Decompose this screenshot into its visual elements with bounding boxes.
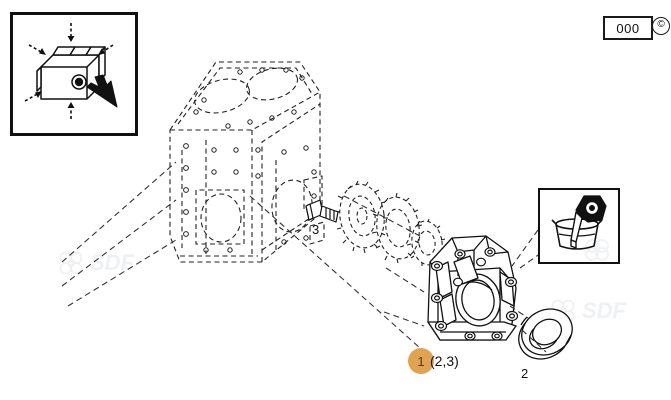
assembly-leader-lines: [249, 195, 549, 353]
callout-1-suffix: (2,3): [430, 353, 459, 369]
gear-tooth-marks: [334, 180, 446, 266]
engine-location-inset: [10, 12, 138, 136]
engine-block: [169, 61, 325, 263]
part-number-value: 000: [616, 20, 640, 36]
block-leader-lines: [61, 161, 177, 307]
callout-1-highlight[interactable]: 1: [408, 348, 434, 374]
engine-location-illustration: [24, 23, 118, 119]
oil-seal: [518, 308, 573, 360]
bolt-screw: [305, 199, 339, 223]
callout-2[interactable]: 2: [521, 366, 529, 381]
cover-bolt-bosses: [430, 247, 519, 341]
copyright-icon: ©: [652, 17, 670, 35]
callout-3[interactable]: 3: [312, 222, 320, 237]
callout-1[interactable]: 1 (2,3): [408, 348, 459, 374]
lubrication-illustration: [551, 195, 609, 261]
engine-block-bolt-holes: [183, 67, 317, 253]
timing-gear-set: [339, 183, 443, 266]
lubrication-inset: [538, 188, 620, 264]
